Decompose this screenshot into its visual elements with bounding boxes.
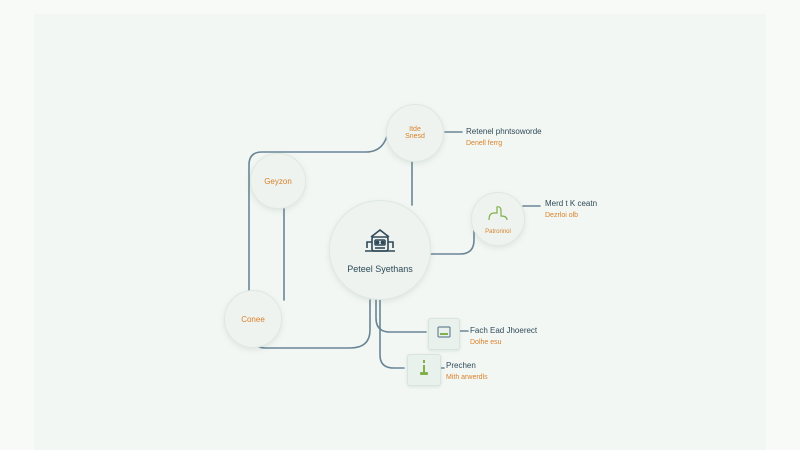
left-upper-node-label: Geyzon (264, 176, 292, 186)
document-icon (437, 325, 451, 343)
right-label-subtitle: Dezrloi olb (545, 212, 579, 219)
robot-icon (363, 227, 397, 260)
top-label: Retenel phntsoworde Denell ferrg (466, 126, 542, 150)
top-node[interactable]: Itde Snesd (386, 104, 444, 162)
link-center-tile2 (379, 297, 405, 369)
hand-icon (485, 204, 511, 229)
tile1-label-title: Fach Ead Jhoerect (470, 326, 538, 335)
left-lower-node-label: Conee (241, 314, 265, 324)
right-label: Merd t K ceatn Dezrloi olb (545, 198, 597, 222)
top-label-title: Retenel phntsoworde (466, 127, 542, 136)
center-node-label: Peteel Syethans (347, 263, 413, 274)
left-upper-node[interactable]: Geyzon (250, 153, 306, 209)
top-node-line1: Itde (409, 126, 421, 133)
left-lower-node[interactable]: Conee (224, 290, 282, 348)
right-label-title: Merd t K ceatn (545, 199, 598, 208)
tile-lamp[interactable] (407, 354, 441, 386)
tile1-label-subtitle: Dolhe esu (470, 339, 502, 346)
right-node[interactable]: Patrorinol (471, 192, 525, 246)
tile2-label-title: Prechen (446, 361, 476, 370)
top-label-subtitle: Denell ferrg (466, 140, 503, 147)
link-center-right (429, 227, 475, 255)
lamp-icon (418, 359, 430, 382)
center-node[interactable]: Peteel Syethans (329, 200, 431, 300)
tile2-label: Prechen Mith arwerdls (446, 360, 488, 384)
link-center-tile1 (375, 297, 427, 333)
right-node-label: Patrorinol (485, 228, 511, 235)
tile-document[interactable] (428, 318, 460, 350)
top-node-line2: Snesd (405, 133, 425, 140)
tile1-label: Fach Ead Jhoerect Dolhe esu (470, 325, 537, 349)
tile2-label-subtitle: Mith arwerdls (446, 374, 488, 381)
